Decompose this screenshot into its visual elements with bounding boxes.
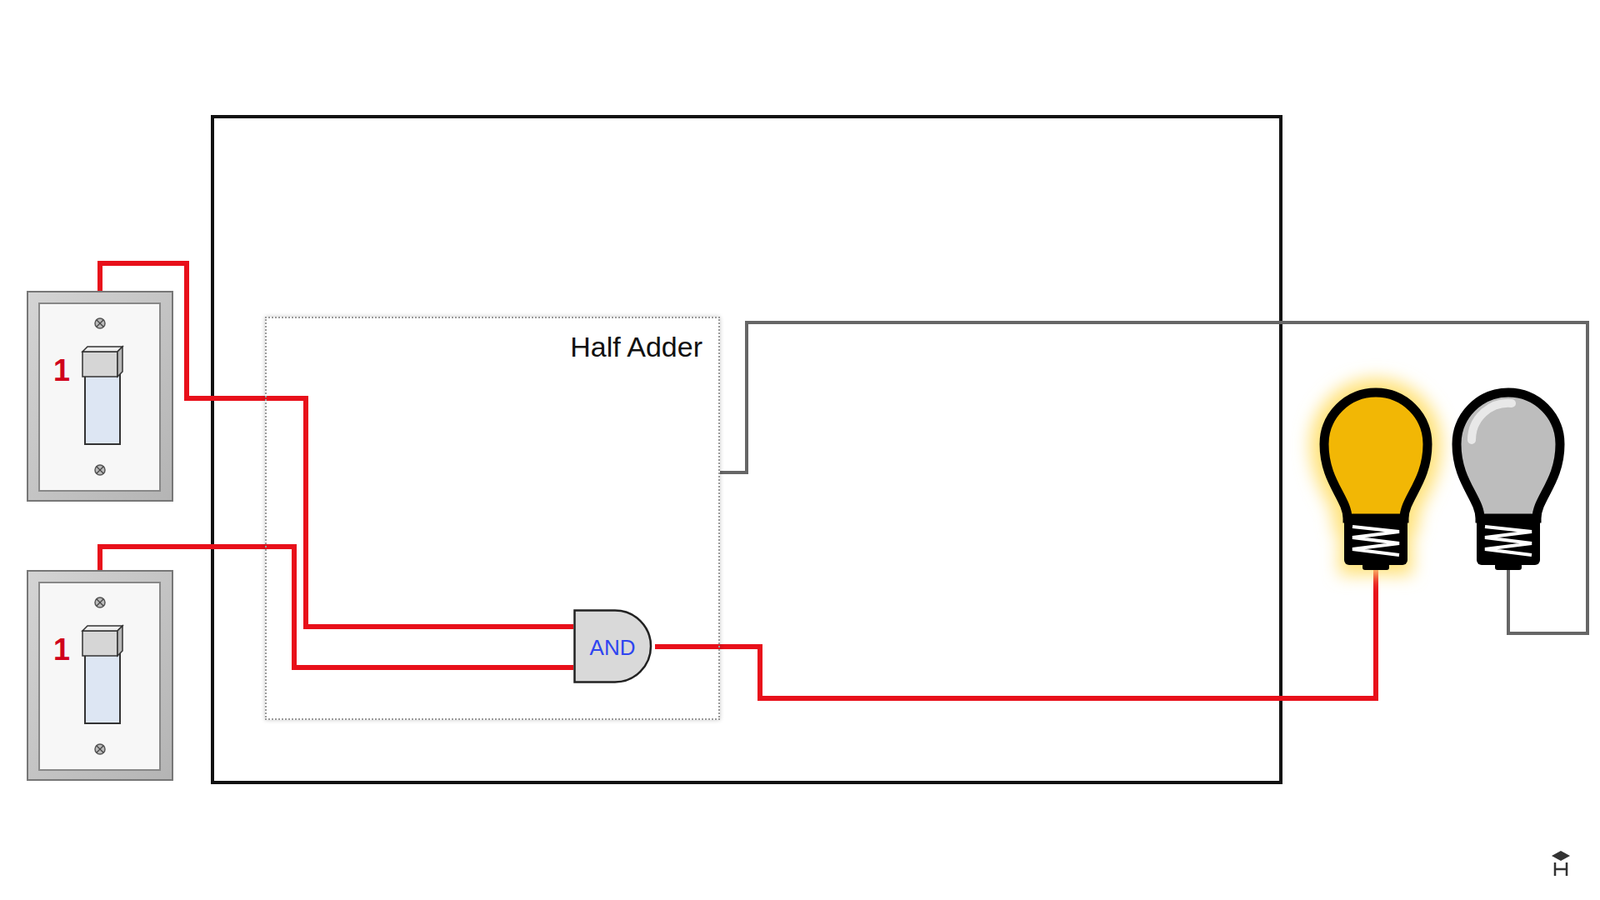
toggle-switch: 1	[26, 290, 174, 502]
carry-wire	[655, 566, 1376, 699]
logo-icon	[1551, 850, 1570, 876]
block-title: Half Adder	[570, 330, 703, 364]
switch-state: 1	[53, 355, 70, 386]
switch-state: 1	[53, 635, 70, 665]
switch-plate	[26, 570, 174, 781]
bulb-glow	[1324, 392, 1428, 575]
switch-plate	[26, 290, 174, 502]
lit-bulb	[1324, 392, 1428, 570]
sum-wire	[720, 322, 1588, 634]
half-adder-box: Half AdderAND	[265, 316, 720, 720]
unlit-bulb	[1456, 392, 1560, 570]
and-gate: AND	[573, 609, 655, 684]
gate-label: AND	[590, 635, 636, 660]
toggle-switch: 1	[26, 570, 174, 781]
